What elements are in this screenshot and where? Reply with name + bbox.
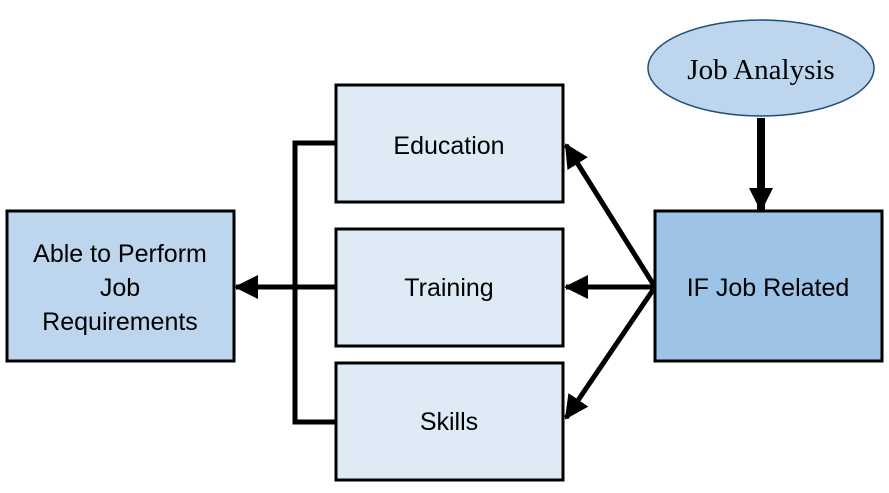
able-to-perform-line-1: Able to Perform [33, 240, 207, 268]
node-skills: Skills [334, 361, 565, 482]
node-education: Education [334, 83, 565, 204]
arrow-to-skills [563, 285, 658, 420]
job-analysis-label: Job Analysis [687, 54, 834, 86]
training-label: Training [404, 274, 493, 302]
node-if-job-related: IF Job Related [653, 209, 884, 363]
if-job-related-label: IF Job Related [687, 274, 850, 302]
node-job-analysis: Job Analysis [647, 19, 875, 117]
skills-label: Skills [420, 408, 478, 436]
node-training: Training [334, 227, 565, 348]
able-to-perform-line-2: Job [100, 274, 140, 302]
bracket-connector [292, 140, 336, 425]
education-label: Education [393, 132, 504, 160]
able-to-perform-line-3: Requirements [42, 308, 198, 336]
arrow-to-education [563, 143, 658, 289]
node-able-to-perform: Able to Perform Job Requirements [5, 209, 236, 363]
